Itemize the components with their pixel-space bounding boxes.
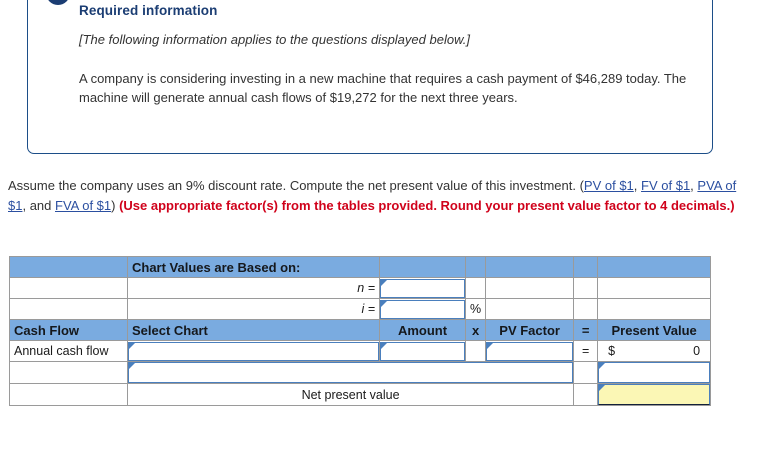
cell-blank-npv-eq [573,383,599,406]
panel-bullet-icon [46,0,70,5]
link-fva-of-1[interactable]: FVA of $1 [55,197,112,213]
cell-times-spacer [464,340,487,362]
panel-body-text: A company is considering investing in a … [79,71,687,105]
required-information-panel: Required information [The following info… [27,0,713,154]
column-header-amount: Amount [379,319,466,341]
select-chart-dropdown-secondary[interactable] [126,361,575,384]
label-net-present-value: Net present value [126,383,575,406]
column-header-times: x [464,319,487,341]
label-i: i = [127,298,380,320]
table-row-n: n = [9,277,712,299]
cell-blank-n-left [9,277,128,299]
present-value-amount: 0 [693,344,701,358]
question-lead: Assume the company uses an 9% discount r… [8,178,584,193]
question-text: Assume the company uses an 9% discount r… [8,176,748,215]
input-pv-factor[interactable] [485,340,575,362]
input-net-present-value-box[interactable] [598,384,710,405]
link-pva-of-1[interactable]: PVA of $1 [8,178,737,213]
question-sep-1: , [633,178,642,193]
input-i-value[interactable] [379,298,466,320]
column-header-cash-flow: Cash Flow [9,319,128,341]
cell-blank-i-pv [597,298,712,320]
cell-blank-top-amount [379,256,466,278]
cell-present-value-result: $ 0 [597,340,712,362]
input-pv-factor-box[interactable] [486,341,573,361]
table-row-net-present-value: Net present value [9,383,712,406]
cell-blank-npv-left [9,383,128,406]
input-n-box[interactable] [380,278,465,298]
input-amount[interactable] [379,340,466,362]
question-instruction-alert: (Use appropriate factor(s) from the tabl… [119,197,735,213]
cell-equals-sign: = [573,340,599,362]
cell-blank-row2-left [9,361,128,384]
cell-blank-top-pvf [485,256,575,278]
cell-blank-i-eq [573,298,599,320]
table-row [9,361,712,384]
question-close-paren: ) [111,197,120,213]
input-n-value[interactable] [379,277,466,299]
table-row: Annual cash flow = $ 0 [9,340,712,362]
cell-blank-n-x [464,277,487,299]
input-present-value-secondary-box[interactable] [598,362,710,383]
cell-blank-i-left [9,298,128,320]
select-chart-secondary-box[interactable] [128,362,573,383]
link-pv-of-1[interactable]: PV of $1 [583,178,634,193]
input-net-present-value[interactable] [597,383,712,406]
npv-worksheet-table: Chart Values are Based on: n = i = % Cas… [9,256,712,406]
label-percent: % [464,298,487,320]
table-row-column-headers: Cash Flow Select Chart Amount x PV Facto… [9,319,712,341]
column-header-present-value: Present Value [597,319,712,341]
column-header-select-chart: Select Chart [127,319,380,341]
panel-note: [The following information applies to th… [79,32,470,47]
cell-blank-n-eq [573,277,599,299]
select-chart-dropdown[interactable] [127,340,380,362]
input-present-value-secondary[interactable] [597,361,712,384]
cell-blank-top-x [464,256,487,278]
column-header-pv-factor: PV Factor [485,319,575,341]
cell-cash-flow-label: Annual cash flow [9,340,128,362]
table-row-chart-values-header: Chart Values are Based on: [9,256,712,278]
question-sep-3: , and [22,197,55,213]
cell-blank-n-pvf [485,277,575,299]
label-n: n = [127,277,380,299]
cell-blank-top-eq [573,256,599,278]
panel-content: Required information [The following info… [79,3,699,107]
table-row-i: i = % [9,298,712,320]
cell-blank-i-pvf [485,298,575,320]
input-i-box[interactable] [380,299,465,319]
cell-blank-n-pv [597,277,712,299]
panel-title: Required information [79,3,218,18]
column-header-equals: = [573,319,599,341]
cell-blank-top-left [9,256,128,278]
link-fv-of-1[interactable]: FV of $1 [641,178,691,193]
cell-blank-top-pv [597,256,712,278]
input-amount-box[interactable] [380,341,465,361]
question-sep-2: , [690,178,698,193]
currency-symbol: $ [608,344,616,358]
cell-chart-values-header: Chart Values are Based on: [127,256,380,278]
cell-blank-row2-eq [573,361,599,384]
select-chart-box[interactable] [128,341,379,361]
